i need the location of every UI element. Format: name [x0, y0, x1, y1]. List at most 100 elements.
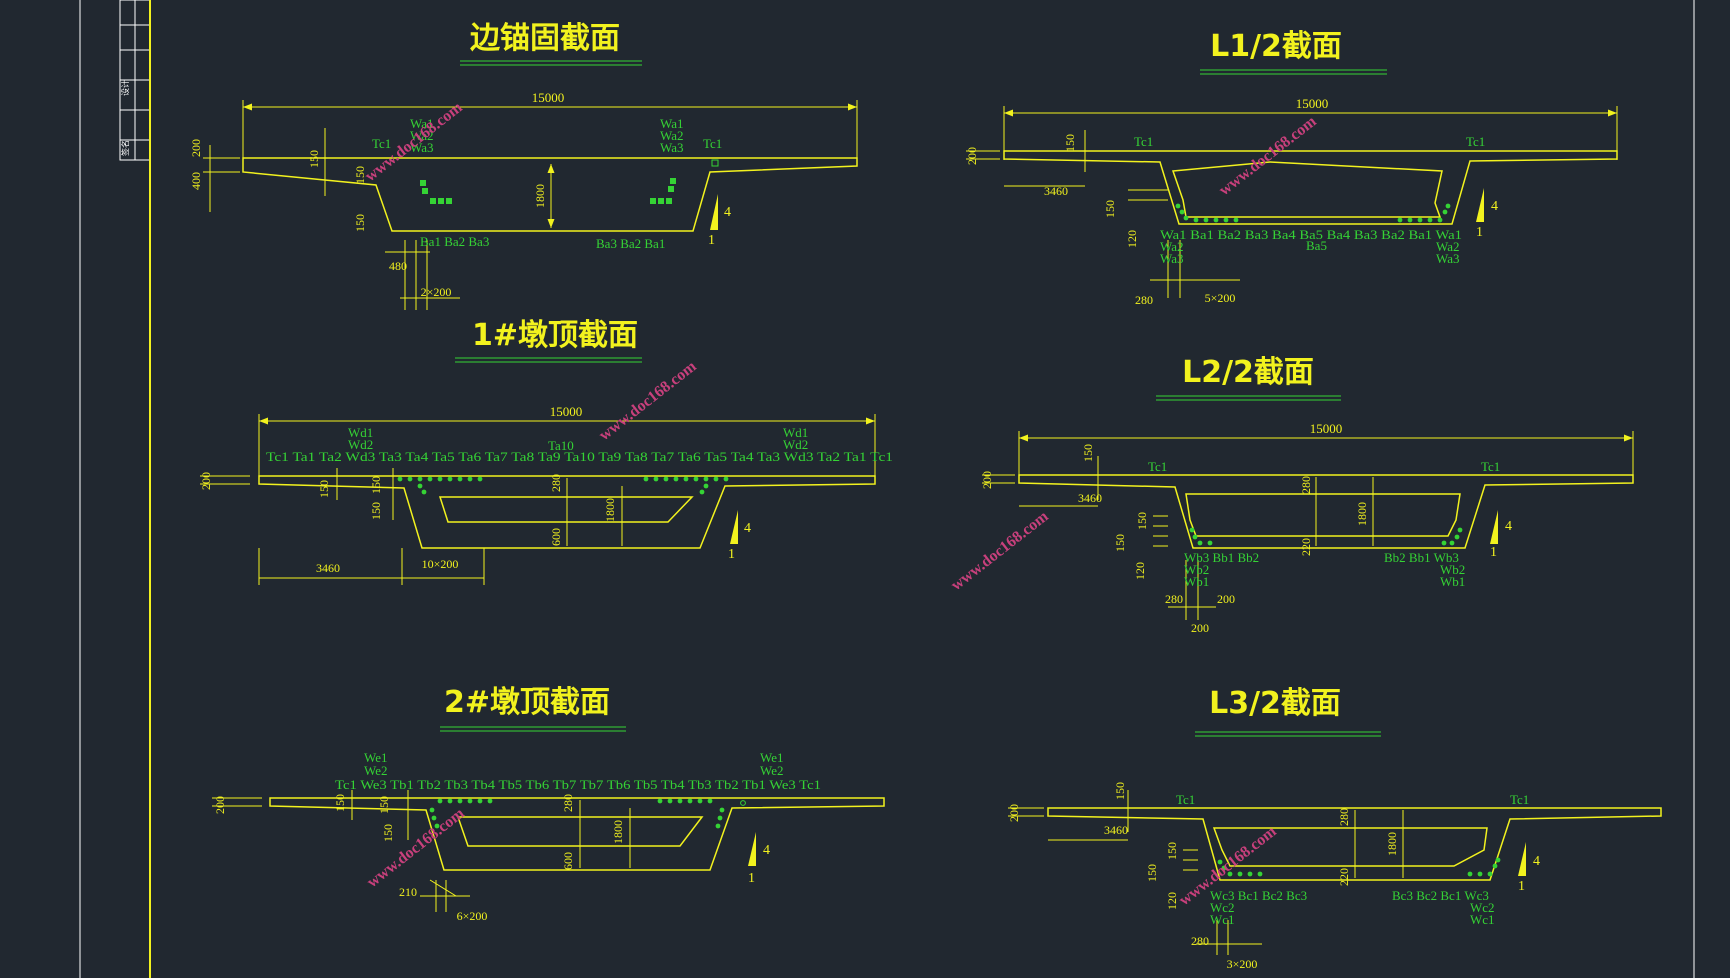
section-title: 边锚固截面 [470, 21, 620, 56]
dim-150: 150 [353, 166, 367, 184]
tendon-markers [1189, 527, 1463, 546]
label-wb1-left: Wb1 [1184, 574, 1209, 589]
section-title: 1#墩顶截面 [472, 318, 638, 353]
dim-280: 280 [1135, 293, 1153, 307]
dim-280: 280 [561, 794, 575, 812]
label-tc1-right: Tc1 [1481, 459, 1500, 474]
label-tc1-right: Tc1 [1466, 134, 1485, 149]
slope-triangle [748, 832, 756, 866]
dim-150: 150 [317, 480, 331, 498]
tendon-markers [1175, 203, 1451, 223]
label-row: Tc1 We3 Tb1 Tb2 Tb3 Tb4 Tb5 Tb6 Tb7 Tb7 … [335, 777, 821, 792]
dim-120: 120 [1165, 892, 1179, 910]
label-ba5: Ba5 [1306, 238, 1327, 253]
label-wa3-right: Wa3 [1436, 251, 1460, 266]
slope-v: 4 [744, 521, 751, 536]
inner-void [1185, 493, 1461, 537]
internal-dims [982, 456, 1374, 620]
dim-150: 150 [353, 214, 367, 232]
slope-v: 4 [1505, 519, 1512, 534]
label-bb-left: Wb3 Bb1 Bb2 [1184, 550, 1259, 565]
slope-h: 1 [748, 871, 755, 886]
width-dim-label: 15000 [550, 404, 583, 419]
watermark-text: www.doc168.com [948, 508, 1052, 595]
label-wa1-right: Wa1 [660, 116, 684, 131]
dim-200: 200 [199, 472, 213, 490]
section-pier2-top: 2#墩顶截面 200 150 150 150 280 1800 600 210 … [212, 685, 885, 923]
dim-210: 210 [399, 885, 417, 899]
title-block-label-a: 设计 [120, 80, 130, 96]
dim-1800: 1800 [603, 498, 617, 522]
label-tc1-left: Tc1 [1148, 459, 1167, 474]
dim-280-top: 280 [1299, 476, 1313, 494]
box-girder-outline [258, 475, 876, 549]
dim-spacing: 2×200 [421, 285, 452, 299]
label-wa2-right: Wa2 [660, 128, 684, 143]
dim-150: 150 [307, 150, 321, 168]
dim-1800: 1800 [1385, 832, 1399, 856]
dim-3460: 3460 [1044, 184, 1068, 198]
slope-v: 4 [763, 843, 770, 858]
internal-dims [212, 790, 631, 912]
label-we1-left: We1 [364, 750, 388, 765]
slope-triangle [730, 510, 738, 544]
dim-280-bottom: 280 [1191, 934, 1209, 948]
inner-void [1212, 827, 1488, 867]
section-title: 2#墩顶截面 [444, 685, 610, 720]
section-end-anchorage: 边锚固截面 15000 200 400 150 150 150 1800 480… [189, 21, 858, 310]
label-tc1-left: Tc1 [1176, 792, 1195, 807]
label-row: Wa1 Ba1 Ba2 Ba3 Ba4 Ba5 Ba4 Ba3 Ba2 Ba1 … [1160, 227, 1462, 242]
dim-200: 200 [1007, 804, 1021, 822]
label-we1-right: We1 [760, 750, 784, 765]
tendon-markers [397, 476, 729, 495]
dim-150: 150 [1063, 134, 1077, 152]
label-tc1-right: Tc1 [703, 136, 722, 151]
label-wa3-left: Wa3 [410, 140, 434, 155]
slope-triangle [1490, 510, 1498, 544]
label-wa2-left: Wa2 [410, 128, 434, 143]
box-girder-outline [1018, 474, 1634, 549]
dim-200: 200 [213, 796, 227, 814]
section-pier1-top: 1#墩顶截面 15000 200 150 150 150 280 1800 60… [199, 318, 893, 585]
slope-triangle [1476, 188, 1484, 222]
dim-150: 150 [369, 502, 383, 520]
box-girder-outline [269, 797, 885, 871]
dim-150: 150 [1081, 444, 1095, 462]
tendon-markers [1217, 857, 1501, 877]
label-ba-right: Ba3 Ba2 Ba1 [596, 236, 665, 251]
label-wa3-right: Wa3 [660, 140, 684, 155]
internal-dims [200, 468, 623, 585]
label-wd2-left: Wd2 [348, 437, 373, 452]
label-wb1-right: Wb1 [1440, 574, 1465, 589]
slope-h: 1 [1518, 879, 1525, 894]
box-girder-outline [1047, 807, 1662, 881]
dim-150: 150 [1113, 534, 1127, 552]
tendon-markers [429, 798, 746, 829]
label-wa1-left: Wa1 [410, 116, 434, 131]
dim-150: 150 [377, 796, 391, 814]
dim-200-bottom: 200 [1217, 592, 1235, 606]
dim-400: 400 [189, 172, 203, 190]
bottom-dims [385, 240, 460, 310]
label-wc2-left: Wc2 [1210, 900, 1235, 915]
watermark-text: www.doc168.com [596, 358, 700, 445]
dim-150: 150 [333, 794, 347, 812]
section-l3-2: L3/2截面 200 150 150 150 120 3460 280 220 … [1007, 686, 1662, 971]
label-wd1-right: Wd1 [783, 425, 808, 440]
slope-h: 1 [1476, 225, 1483, 240]
dim-220: 220 [1299, 538, 1313, 556]
inner-void [456, 816, 704, 847]
label-ba-left: Ba1 Ba2 Ba3 [420, 234, 489, 249]
label-row: Tc1 Ta1 Ta2 Wd3 Ta3 Ta4 Ta5 Ta6 Ta7 Ta8 … [266, 449, 893, 464]
label-wd2-right: Wd2 [783, 437, 808, 452]
width-dimension [1018, 431, 1634, 480]
dim-spacing: 10×200 [422, 557, 459, 571]
tendon-markers [420, 159, 719, 204]
label-tc1-left: Tc1 [1134, 134, 1153, 149]
label-wa3-left: Wa3 [1160, 251, 1184, 266]
dim-spacing: 5×200 [1205, 291, 1236, 305]
section-l1-2: L1/2截面 15000 200 150 150 120 3460 280 5×… [965, 29, 1618, 307]
watermark-text: www.doc168.com [1216, 113, 1320, 200]
dim-150: 150 [1165, 842, 1179, 860]
